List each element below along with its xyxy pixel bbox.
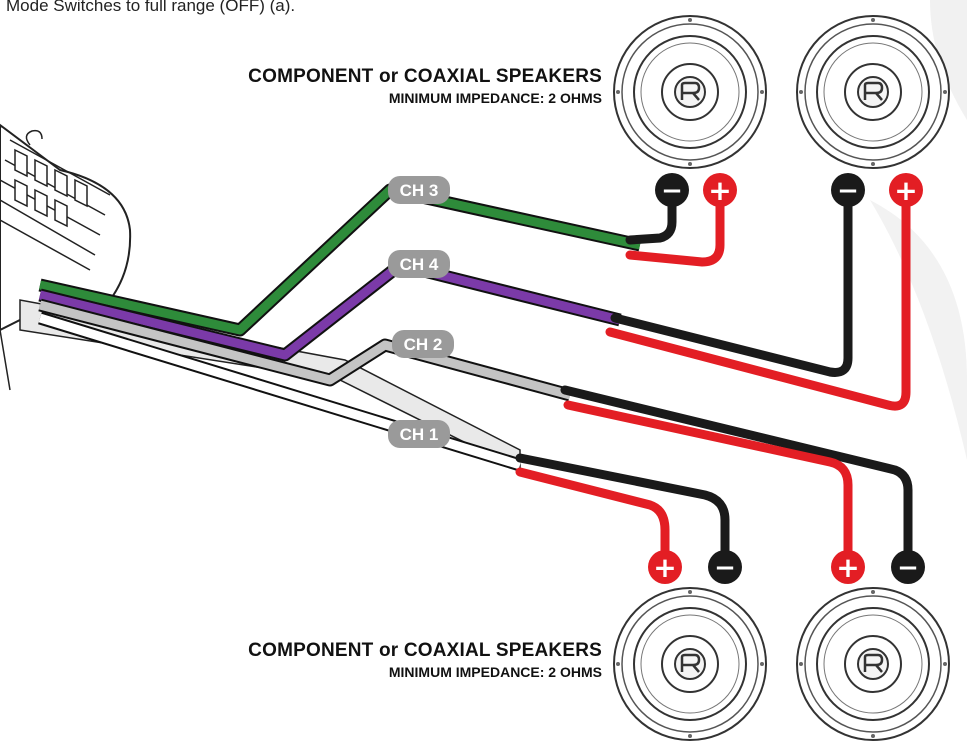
speaker-icon [795, 586, 951, 742]
svg-text:CH 3: CH 3 [400, 181, 439, 200]
negative-terminal: − [831, 173, 865, 207]
wire-ch3 [38, 183, 725, 337]
bottom-speakers-impedance: MINIMUM IMPEDANCE: 2 OHMS [388, 664, 602, 680]
positive-terminal: + [889, 173, 923, 207]
channel-badge-ch3: CH 3 [388, 176, 450, 204]
svg-text:+: + [653, 551, 676, 584]
svg-text:+: + [708, 174, 731, 207]
bottom-speakers-label: COMPONENT or COAXIAL SPEAKERS MINIMUM IM… [248, 640, 602, 680]
svg-text:CH 1: CH 1 [400, 425, 439, 444]
svg-text:−: − [897, 553, 919, 583]
negative-terminal: − [891, 550, 925, 584]
channel-badge-ch4: CH 4 [388, 250, 450, 278]
wire-ch4 [38, 200, 911, 411]
positive-terminal: + [648, 550, 682, 584]
channel-badge-ch1: CH 1 [388, 420, 450, 448]
caption-text: Mode Switches to full range (OFF) (a). [6, 0, 296, 15]
svg-text:−: − [661, 176, 683, 206]
wire-ch2 [38, 298, 913, 565]
amplifier-icon [0, 123, 132, 391]
top-speakers-title: COMPONENT or COAXIAL SPEAKERS [248, 66, 602, 87]
wire-ch1 [38, 311, 730, 565]
svg-text:+: + [836, 551, 859, 584]
svg-text:CH 2: CH 2 [404, 335, 443, 354]
negative-terminal: − [655, 173, 689, 207]
positive-terminal: + [831, 550, 865, 584]
speaker-icon [612, 14, 768, 170]
top-speakers-label: COMPONENT or COAXIAL SPEAKERS MINIMUM IM… [248, 66, 602, 106]
speaker-icon [612, 586, 768, 742]
svg-text:−: − [837, 176, 859, 206]
svg-text:CH 4: CH 4 [400, 255, 439, 274]
svg-text:+: + [894, 174, 917, 207]
top-speakers-impedance: MINIMUM IMPEDANCE: 2 OHMS [388, 90, 602, 106]
speaker-icon [795, 14, 951, 170]
positive-terminal: + [703, 173, 737, 207]
bottom-speakers-title: COMPONENT or COAXIAL SPEAKERS [248, 640, 602, 661]
negative-terminal: − [708, 550, 742, 584]
svg-text:−: − [714, 553, 736, 583]
channel-badge-ch2: CH 2 [392, 330, 454, 358]
